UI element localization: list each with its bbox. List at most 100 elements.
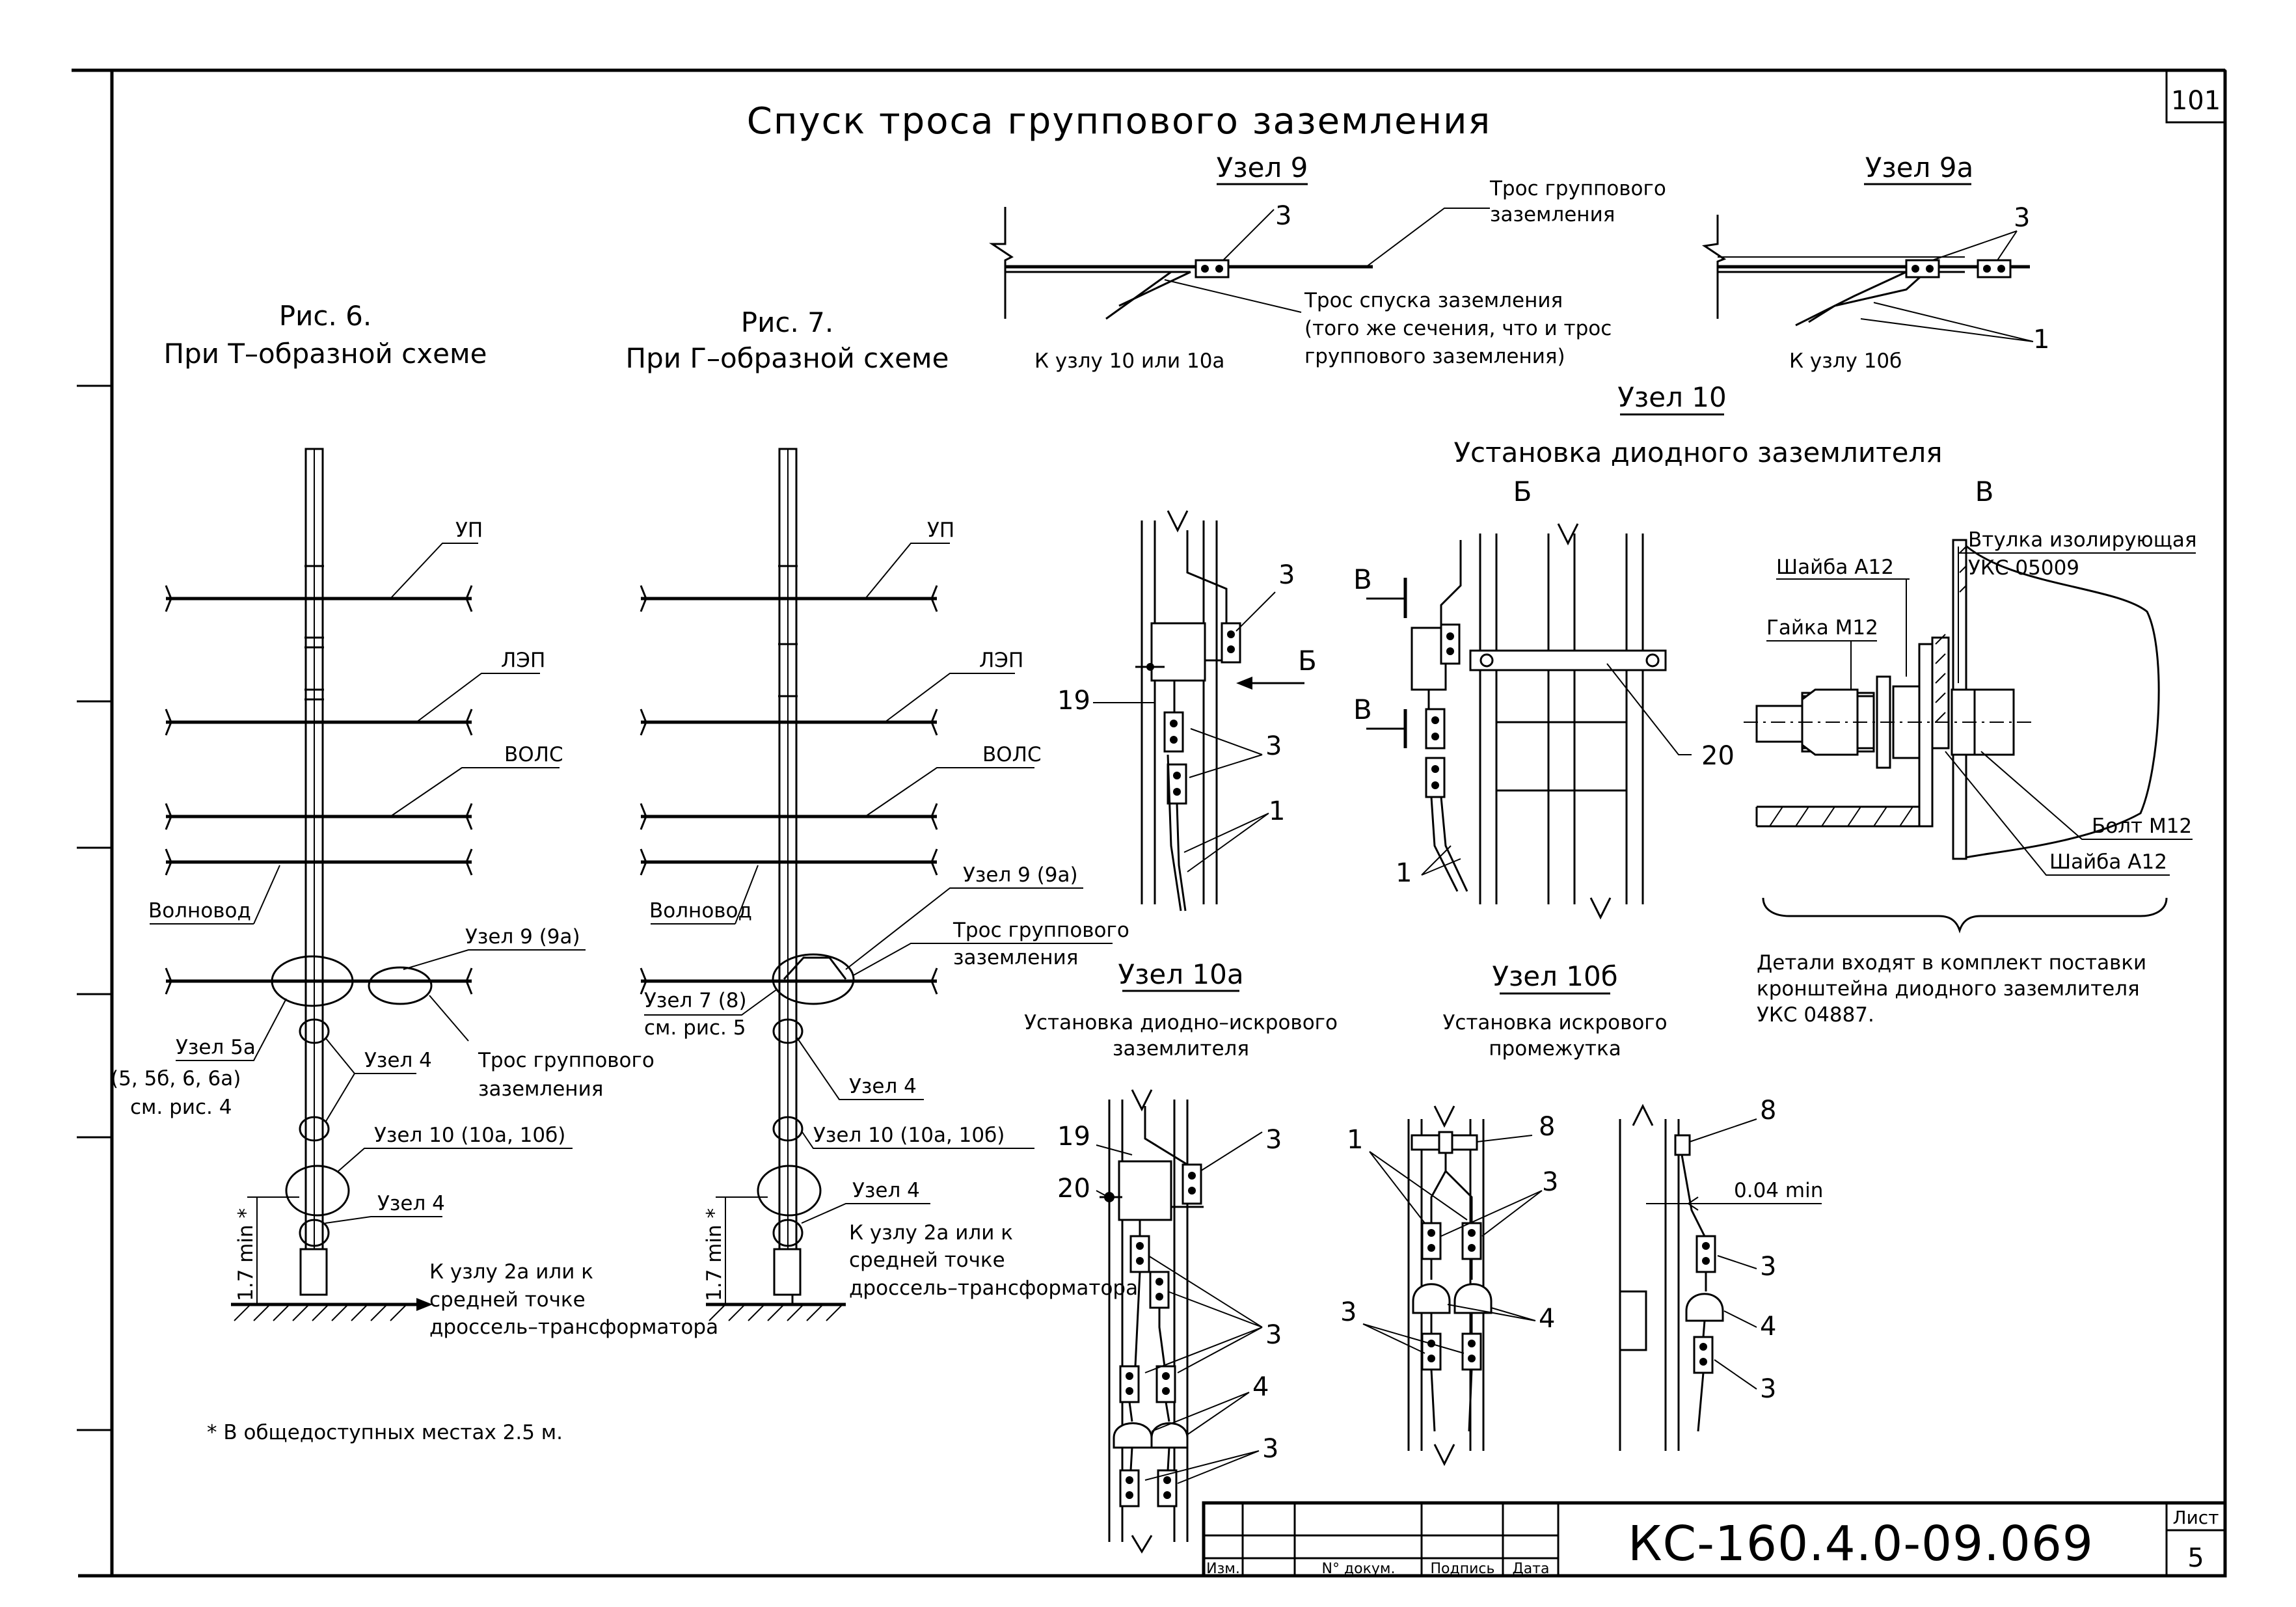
uzel10-n20: 20: [1701, 741, 1735, 771]
uzel9a-n1: 1: [2033, 325, 2049, 355]
uzel9a-to: К узлу 10б: [1789, 349, 1902, 373]
uzel10-n3b: 3: [1265, 731, 1282, 761]
uzel9a-n3: 3: [2014, 203, 2030, 233]
uzel10a-subtitle-2: заземлителя: [1113, 1037, 1249, 1060]
figure-6: Рис. 6. При Т–образной схеме УП ЛЭП ВОЛС…: [111, 300, 718, 1339]
fig7-uzel7-2: см. рис. 5: [644, 1016, 746, 1040]
fig7-caption-2: При Г–образной схеме: [626, 342, 949, 374]
sheet-page: 5: [2187, 1543, 2204, 1573]
fig6-to-3: дроссель–трансформатора: [429, 1316, 718, 1339]
fig6-lep-label: ЛЭП: [501, 649, 545, 672]
uzel10-vtulka-2: УКС 05009: [1968, 556, 2079, 580]
uzel10b-n4: 4: [1539, 1304, 1555, 1334]
stamp-sign: Подпись: [1431, 1561, 1495, 1577]
stamp-doc: N° докум.: [1321, 1561, 1395, 1577]
uzel10b-n4b: 4: [1760, 1312, 1776, 1342]
uzel10a-title: Узел 10а: [1118, 958, 1243, 990]
fig7-caption-1: Рис. 7.: [741, 306, 834, 338]
uzel10b-n3d: 3: [1760, 1374, 1776, 1404]
uzel10-n19: 19: [1057, 686, 1090, 716]
uzel-9a-detail: Узел 9а 3 1 К узлу 10б: [1701, 152, 2049, 373]
fig7-uzel4b-label: Узел 4: [852, 1179, 920, 1202]
uzel-9-detail: Узел 9 3 Трос группового заземления Трос…: [989, 152, 1666, 373]
uzel10b-n8: 8: [1539, 1112, 1555, 1142]
uzel10b-n8b: 8: [1760, 1096, 1776, 1126]
fig7-to-1: К узлу 2а или к: [849, 1221, 1013, 1245]
fig6-volnovod-label: Волновод: [148, 899, 251, 923]
uzel10-arrow-b: Б: [1298, 645, 1317, 677]
fig6-up-label: УП: [455, 519, 483, 542]
uzel9-n3: 3: [1275, 201, 1291, 231]
stamp-date: Дата: [1513, 1561, 1550, 1577]
fig6-uzel9-label: Узел 9 (9а): [465, 925, 580, 949]
fig6-uzel4b-label: Узел 4: [377, 1192, 445, 1215]
uzel10-shayba2: Шайба А12: [2049, 850, 2167, 874]
uzel10a-n3b: 3: [1265, 1320, 1282, 1350]
uzel10b-n3b: 3: [1340, 1297, 1357, 1327]
uzel10-note-2: кронштейна диодного заземлителя: [1757, 977, 2140, 1001]
uzel9-spusk-1: Трос спуска заземления: [1304, 289, 1563, 312]
uzel10b-n1: 1: [1347, 1125, 1363, 1155]
uzel10-n1: 1: [1269, 796, 1285, 826]
fig6-to-2: средней точке: [429, 1288, 586, 1312]
uzel9-spusk-3: группового заземления): [1304, 345, 1565, 368]
fig7-tros-2: заземления: [953, 946, 1078, 969]
uzel-10a-detail: Узел 10а Установка диодно–искрового зазе…: [1024, 958, 1338, 1554]
fig7-to-2: средней точке: [849, 1249, 1005, 1272]
fig6-uzel5a-3: см. рис. 4: [130, 1096, 232, 1119]
fig7-uzel9-label: Узел 9 (9а): [963, 863, 1078, 887]
stamp-izm: Изм.: [1206, 1561, 1240, 1577]
fig7-uzel10-label: Узел 10 (10а, 10б): [813, 1124, 1005, 1147]
uzel10-note-3: УКС 04887.: [1757, 1003, 1874, 1027]
sheet-number: 101: [2171, 86, 2221, 116]
uzel10-bolt: Болт М12: [2092, 815, 2192, 838]
uzel10b-n3c: 3: [1760, 1252, 1776, 1282]
fig6-height: 1.7 min *: [234, 1208, 258, 1301]
uzel10-n3a: 3: [1278, 560, 1295, 590]
uzel10b-subtitle-2: промежутка: [1489, 1037, 1621, 1060]
uzel10-subtitle: Установка диодного заземлителя: [1453, 437, 1942, 468]
uzel10b-dist: 0.04 min: [1734, 1179, 1823, 1202]
fig6-caption-1: Рис. 6.: [279, 300, 372, 332]
uzel10-v2: В: [1353, 694, 1372, 725]
fig6-tros-1: Трос группового: [478, 1049, 655, 1072]
fig6-uzel4a-label: Узел 4: [364, 1049, 432, 1072]
fig6-to-1: К узлу 2а или к: [429, 1260, 593, 1284]
document-code: КС-160.4.0-09.069: [1628, 1516, 2094, 1572]
fig6-uzel5a-1: Узел 5а: [176, 1036, 256, 1059]
fig6-vols-label: ВОЛС: [504, 743, 563, 766]
uzel10b-n3a: 3: [1542, 1167, 1558, 1197]
uzel10-note-1: Детали входят в комплект поставки: [1757, 951, 2146, 975]
sheet-frame: 101: [72, 68, 2227, 1578]
uzel-10-detail: Узел 10 Установка диодного заземлителя 3…: [1057, 381, 2197, 1027]
uzel-10b-detail: Узел 10б Установка искрового промежутка …: [1340, 960, 1823, 1466]
uzel10-view-b: Б: [1513, 476, 1532, 507]
fig7-uzel7-1: Узел 7 (8): [644, 989, 747, 1012]
fig7-vols-label: ВОЛС: [982, 743, 1042, 766]
uzel9-spusk-2: (того же сечения, что и трос: [1304, 317, 1612, 340]
uzel10a-n3a: 3: [1265, 1125, 1282, 1155]
uzel9a-title: Узел 9а: [1865, 152, 1973, 183]
uzel9-tros-1: Трос группового: [1489, 177, 1666, 200]
uzel10a-n4: 4: [1252, 1372, 1269, 1402]
footnote: * В общедоступных местах 2.5 м.: [207, 1421, 563, 1444]
uzel10-v1: В: [1353, 563, 1372, 595]
uzel9-title: Узел 9: [1217, 152, 1308, 183]
fig7-up-label: УП: [927, 519, 954, 542]
uzel10-shayba1: Шайба А12: [1776, 556, 1894, 579]
uzel10-vtulka-1: Втулка изолирующая: [1968, 528, 2197, 552]
fig7-lep-label: ЛЭП: [979, 649, 1023, 672]
drawing-title: Спуск троса группового заземления: [747, 100, 1491, 142]
uzel10a-n3c: 3: [1262, 1434, 1278, 1464]
fig7-to-3: дроссель–трансформатора: [849, 1276, 1138, 1300]
fig7-height: 1.7 min *: [703, 1208, 726, 1301]
uzel10b-subtitle-1: Установка искрового: [1442, 1011, 1667, 1034]
fig7-tros-1: Трос группового: [952, 919, 1129, 942]
fig6-caption-2: При Т–образной схеме: [164, 338, 487, 370]
uzel10b-title: Узел 10б: [1492, 960, 1617, 992]
uzel10-view-v: В: [1975, 476, 1994, 507]
uzel10-gaika: Гайка М12: [1766, 616, 1878, 640]
figure-7: Рис. 7. При Г–образной схеме УП ЛЭП ВОЛС…: [626, 306, 1138, 1321]
uzel10-n1b: 1: [1396, 858, 1412, 888]
